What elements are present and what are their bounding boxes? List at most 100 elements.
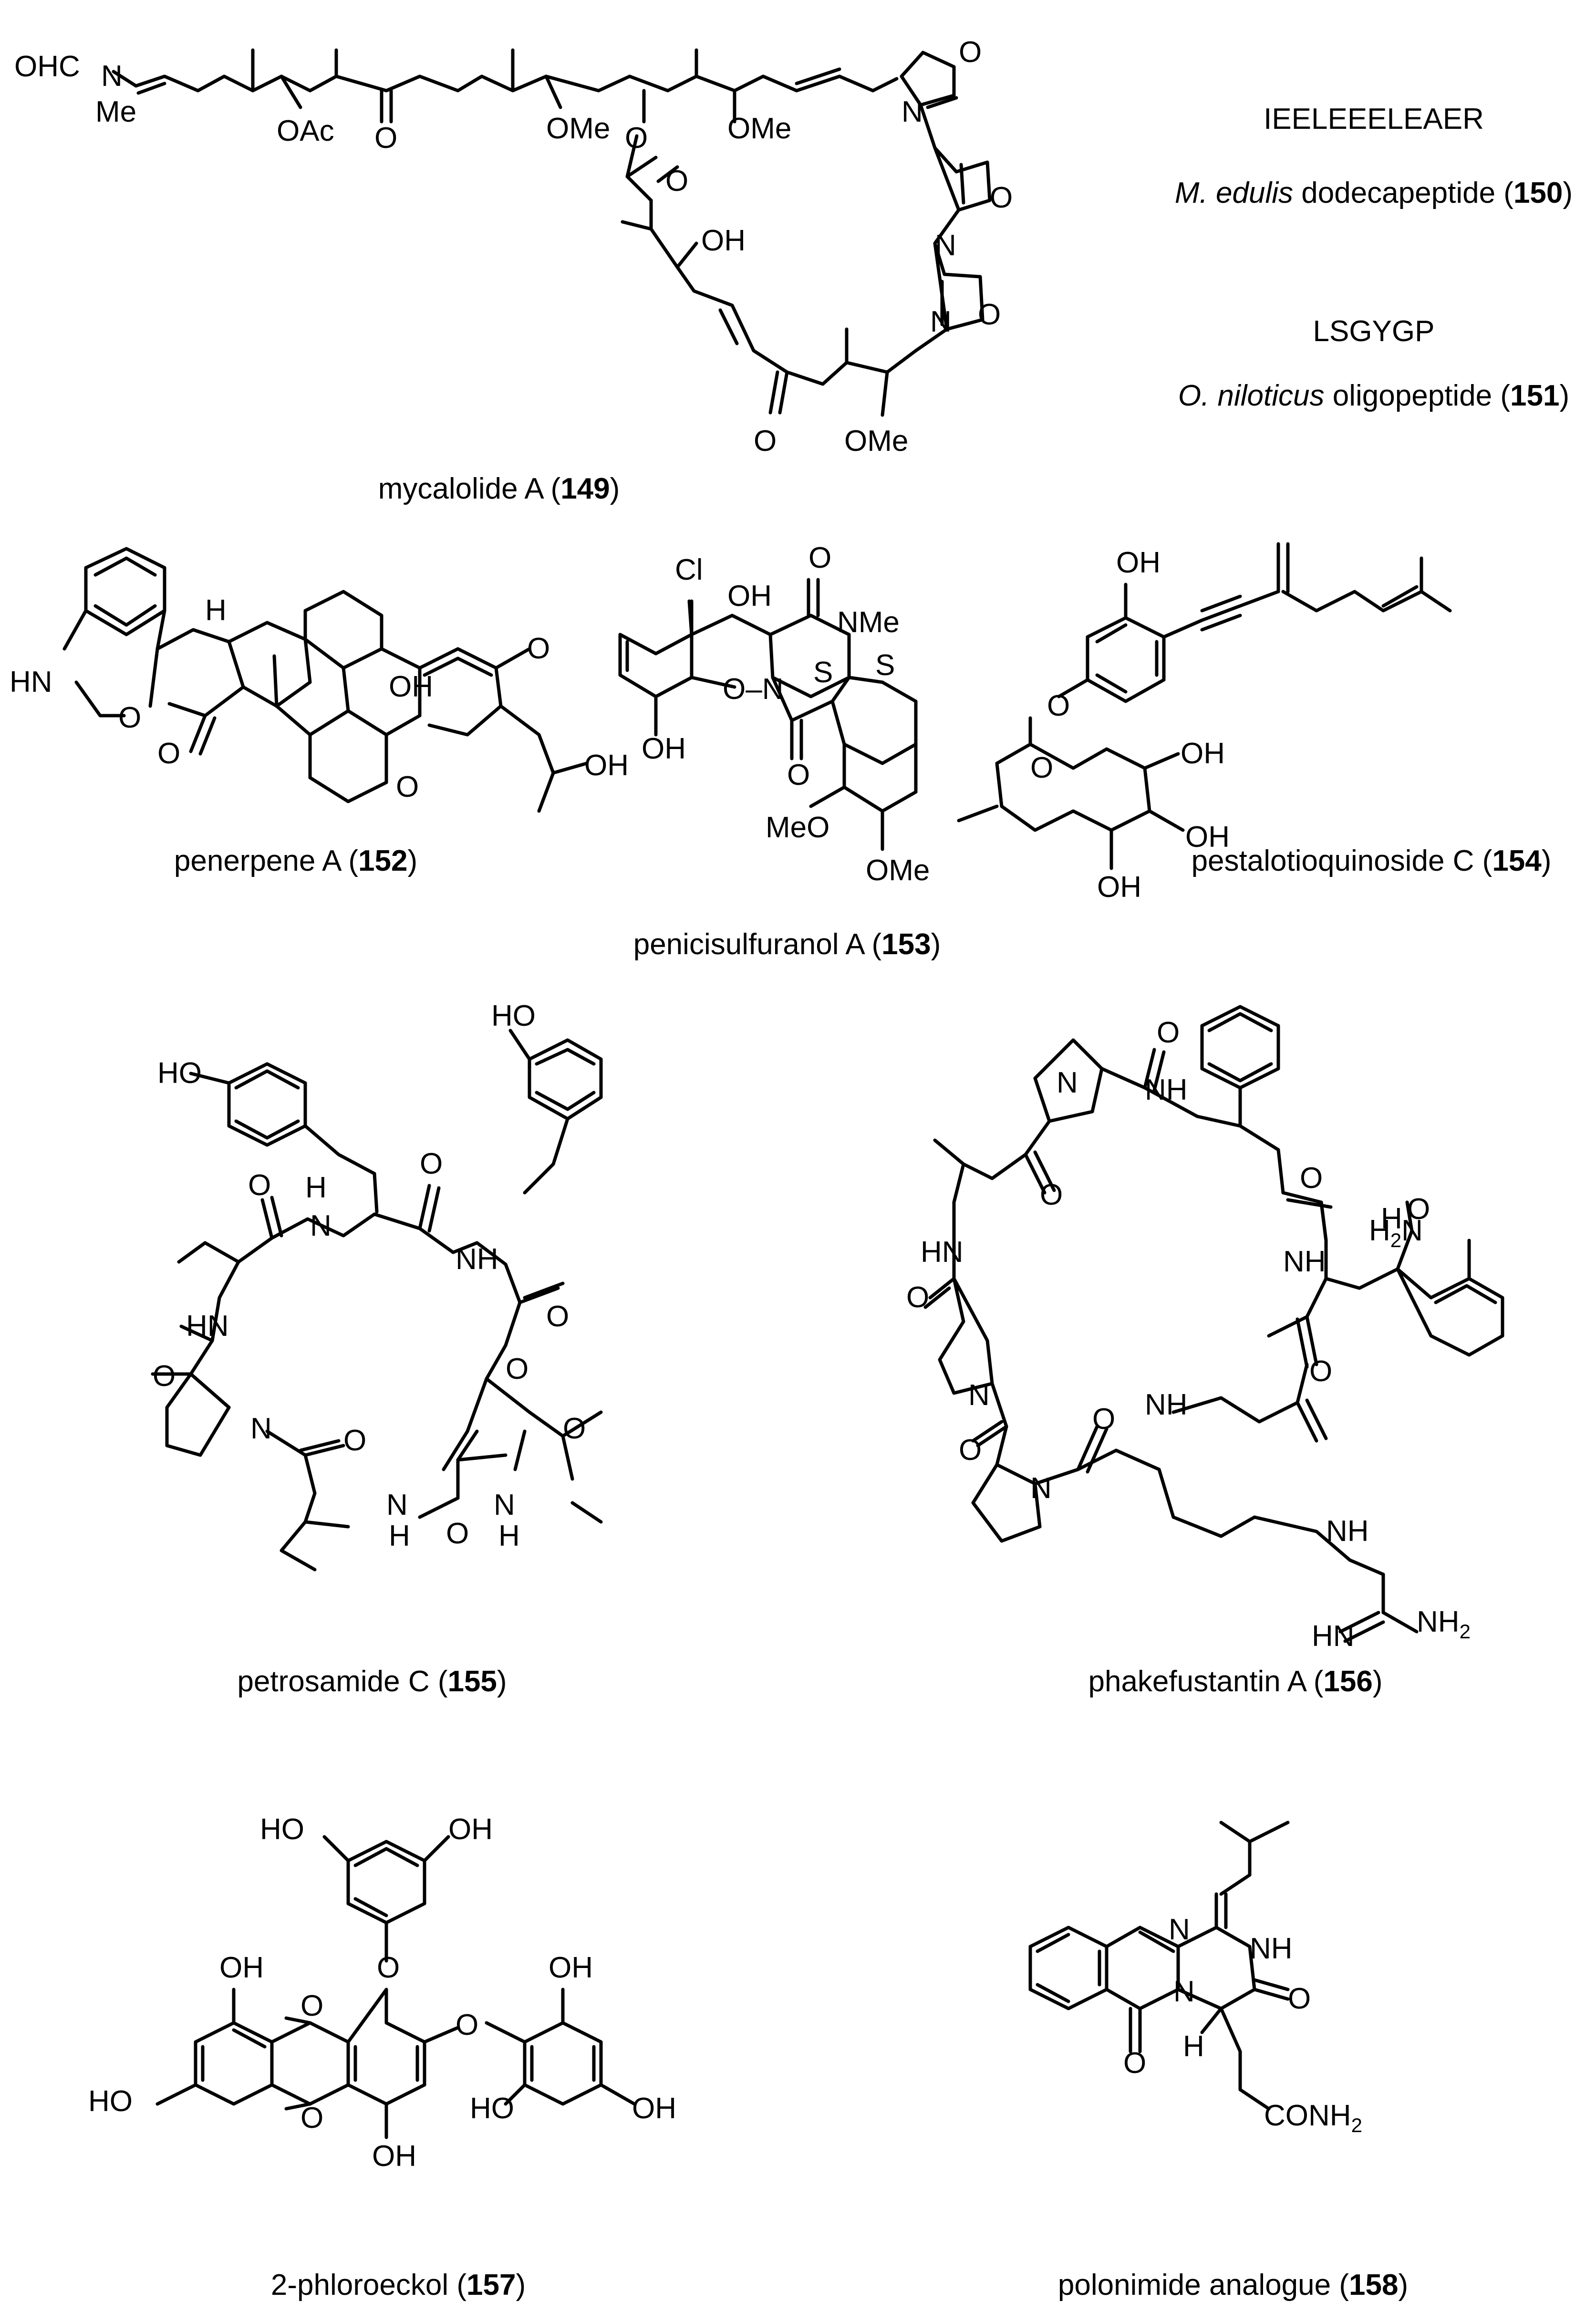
svg-text:OH: OH xyxy=(642,732,686,765)
svg-text:O: O xyxy=(527,632,550,665)
svg-text:O: O xyxy=(446,1517,469,1550)
compound-150-dodecapeptide: IEELEEELEAER M. edulis dodecapeptide (15… xyxy=(1175,103,1573,209)
svg-text:HO: HO xyxy=(470,2092,514,2125)
svg-text:O: O xyxy=(118,701,141,734)
compound-151-oligopeptide: LSGYGP O. niloticus oligopeptide (151) xyxy=(1178,315,1569,412)
svg-text:O: O xyxy=(563,1412,586,1445)
svg-text:N: N xyxy=(968,1379,990,1412)
svg-text:OH: OH xyxy=(219,1951,264,1984)
svg-text:O–N: O–N xyxy=(723,673,783,706)
svg-text:OH: OH xyxy=(727,580,772,613)
compound-149-mycalolide-a: OHC N Me OAc O OMe O OMe O OH N O N O N … xyxy=(14,36,1013,505)
svg-text:N: N xyxy=(1030,1472,1052,1505)
svg-text:H: H xyxy=(498,1520,520,1552)
compound-153-penicisulfuranol-a: Cl OH OH O–N O NMe S S O MeO OMe penicis… xyxy=(618,541,941,961)
svg-text:H: H xyxy=(1183,2030,1204,2063)
svg-text:O: O xyxy=(343,1424,366,1457)
svg-text:N: N xyxy=(902,95,923,128)
svg-text:O: O xyxy=(374,122,397,155)
svg-text:O: O xyxy=(754,425,777,458)
svg-text:Cl: Cl xyxy=(675,553,703,586)
svg-text:N: N xyxy=(250,1412,272,1445)
caption-157: 2-phloroeckol (157) xyxy=(271,2269,526,2301)
compound-158-polonimide-analogue: N N NH O O H CONH2 polonimide analogue (… xyxy=(1028,1821,1408,2301)
caption-155: petrosamide C (155) xyxy=(237,1665,507,1698)
svg-text:O: O xyxy=(990,181,1013,214)
svg-text:NH: NH xyxy=(456,1243,498,1276)
compound-157-2-phloroeckol: HO OH O OH O O HO OH O OH HO OH 2-phloro… xyxy=(88,1813,676,2301)
svg-text:OH: OH xyxy=(584,749,629,782)
compound-154-pestalotioquinoside-c: OH O O OH OH OH pestalotioquinoside C (1… xyxy=(957,542,1552,904)
svg-text:O: O xyxy=(396,771,419,803)
svg-text:OH: OH xyxy=(1097,871,1141,904)
svg-text:MeO: MeO xyxy=(766,811,829,844)
svg-text:N: N xyxy=(1173,1975,1195,2008)
svg-text:S: S xyxy=(813,656,833,689)
svg-text:HN: HN xyxy=(186,1310,229,1343)
svg-text:O: O xyxy=(906,1281,929,1314)
svg-text:HO: HO xyxy=(88,2085,133,2118)
svg-text:OH: OH xyxy=(448,1813,493,1846)
svg-text:OH: OH xyxy=(372,2140,416,2173)
caption-156: phakefustantin A (156) xyxy=(1088,1665,1382,1698)
svg-text:N: N xyxy=(930,305,952,338)
svg-text:O. niloticus oligopeptide (151: O. niloticus oligopeptide (151) xyxy=(1178,379,1569,412)
svg-text:O: O xyxy=(157,737,180,770)
svg-text:OH: OH xyxy=(549,1951,593,1984)
caption-149: mycalolide A (149) xyxy=(378,472,620,505)
svg-text:O: O xyxy=(978,298,1001,331)
svg-text:H: H xyxy=(1381,1202,1402,1235)
caption-154: pestalotioquinoside C (154) xyxy=(1192,844,1552,877)
svg-text:O: O xyxy=(420,1147,443,1180)
svg-text:NH: NH xyxy=(1283,1245,1326,1278)
svg-text:OH: OH xyxy=(701,224,746,257)
svg-text:O: O xyxy=(959,36,982,69)
svg-text:OMe: OMe xyxy=(727,112,791,145)
svg-text:O: O xyxy=(1040,1178,1063,1211)
svg-text:H: H xyxy=(305,1171,327,1204)
svg-text:S: S xyxy=(875,649,895,682)
svg-text:O: O xyxy=(1157,1016,1180,1049)
svg-text:O: O xyxy=(808,541,831,574)
svg-text:O: O xyxy=(1288,1982,1311,2015)
svg-text:N: N xyxy=(1057,1066,1078,1099)
svg-text:O: O xyxy=(1407,1193,1430,1226)
svg-text:O: O xyxy=(1030,751,1053,784)
svg-text:N: N xyxy=(1169,1913,1190,1946)
svg-text:O: O xyxy=(1309,1355,1332,1388)
svg-text:NH2: NH2 xyxy=(1417,1605,1471,1643)
svg-text:M. edulis dodecapeptide (150): M. edulis dodecapeptide (150) xyxy=(1175,177,1573,209)
svg-text:CONH2: CONH2 xyxy=(1264,2099,1362,2136)
svg-text:O: O xyxy=(1047,689,1070,722)
svg-text:O: O xyxy=(665,165,688,198)
svg-text:NMe: NMe xyxy=(837,606,900,639)
svg-text:O: O xyxy=(1300,1162,1323,1195)
compound-152-penerpene-a: HN O O H OH O O OH penerpene A (152) xyxy=(10,547,629,877)
svg-text:O: O xyxy=(625,122,648,155)
svg-text:O: O xyxy=(1092,1403,1115,1436)
svg-text:O: O xyxy=(546,1300,569,1333)
svg-text:OH: OH xyxy=(389,670,433,703)
svg-text:O: O xyxy=(301,1989,323,2022)
svg-text:O: O xyxy=(506,1353,529,1385)
svg-text:OAc: OAc xyxy=(277,115,334,147)
svg-text:H: H xyxy=(205,594,227,627)
svg-text:NH: NH xyxy=(1145,1388,1188,1421)
svg-text:O: O xyxy=(456,2009,478,2041)
svg-text:O: O xyxy=(1123,2047,1146,2080)
svg-text:OH: OH xyxy=(1185,821,1230,854)
svg-text:O: O xyxy=(377,1951,400,1984)
svg-text:OH: OH xyxy=(1116,546,1161,579)
svg-text:O: O xyxy=(248,1169,271,1202)
svg-text:OH: OH xyxy=(632,2092,676,2125)
compound-156-phakefustantin-a: N NH O O HN O N O N O NH NH O O O H H2N … xyxy=(906,1005,1504,1698)
svg-text:OHC: OHC xyxy=(14,50,80,83)
caption-152: penerpene A (152) xyxy=(174,844,417,877)
svg-text:N: N xyxy=(935,229,956,262)
svg-text:OMe: OMe xyxy=(546,112,610,145)
svg-text:N: N xyxy=(386,1489,408,1521)
svg-text:NH: NH xyxy=(1250,1932,1293,1965)
caption-158: polonimide analogue (158) xyxy=(1058,2269,1408,2301)
svg-text:HO: HO xyxy=(260,1813,304,1846)
